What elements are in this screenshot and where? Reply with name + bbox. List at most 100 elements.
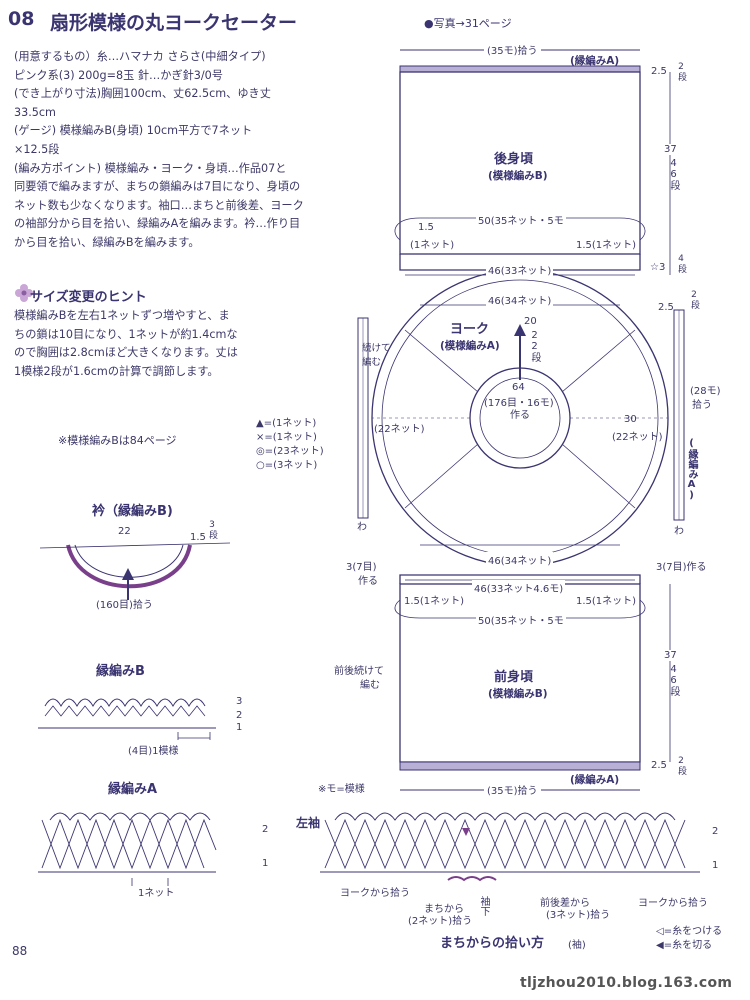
sleeve-pickup-label: 拾う	[692, 400, 712, 411]
sleeve-band-left	[357, 317, 369, 519]
instruction-line: ×12.5段	[14, 142, 60, 156]
front-top-width: 46(33ネット4.6モ)	[472, 580, 566, 595]
yoke-neck-make: 作る	[510, 410, 530, 421]
pattern-number: 08	[8, 8, 35, 30]
instructions-text: (用意するもの）糸…ハマナカ さらさ(中細タイプ) ピンク系(3) 200g=8…	[14, 48, 304, 253]
front-body-schematic	[394, 574, 671, 791]
hint-line: 模様編みBを左右1ネットずつ増やすと、ま	[14, 309, 230, 322]
back-pattern: (模様編みB)	[488, 170, 548, 182]
pattern-b-reference: ※模様編みBは84ページ	[58, 434, 177, 447]
instruction-line: 同要領で編みますが、まちの鎖編みは7目になり、身頃の	[14, 180, 301, 194]
sleeve-chart-row: 2	[712, 826, 719, 837]
yoke-wa-right: わ	[674, 526, 684, 537]
front-title: 前身頃	[494, 670, 534, 685]
hint-line: ので胸囲は2.8cmほど大きくなります。丈は	[14, 346, 238, 360]
edging-b-row: 1	[236, 722, 243, 733]
sleeve-machi-pick-count: (2ネット)拾う	[408, 916, 473, 927]
edging-b-repeat: (4目)1模様	[128, 746, 179, 757]
instruction-line: ピンク系(3) 200g=8玉 針…かぎ針3/0号	[14, 68, 223, 82]
yoke-neck-detail: (176目・16モ)	[484, 398, 554, 409]
instruction-line: (でき上がり寸法)胸囲100cm、丈62.5cm、ゆき丈	[14, 87, 271, 101]
hint-line: ちの鎖は10目になり、1ネットが約1.4cmな	[14, 327, 238, 341]
legend-attach-yarn: ◁=糸をつける	[656, 926, 723, 937]
collar-width: 22	[118, 526, 131, 537]
legend-item: ×=(1ネット)	[256, 432, 317, 443]
sleeve-pickup: (28モ)	[690, 386, 721, 397]
sleeve-diff-pick-count: (3ネット)拾う	[546, 910, 611, 921]
back-edge-height: 2.5	[651, 66, 667, 77]
sleeve-yoke-pick-right: ヨークから拾う	[638, 898, 708, 909]
collar-edge: 1.5	[190, 532, 206, 543]
hint-text: 模様編みBを左右1ネットずつ増やすと、ま ちの鎖は10目になり、1ネットが約1.…	[14, 307, 238, 381]
pickup-caption: まちからの拾い方	[440, 936, 545, 951]
sleeve-edge-height: 2.5	[658, 302, 674, 313]
instruction-line: (ゲージ) 模様編みB(身頃) 10cm平方で7ネット	[14, 124, 253, 138]
sleeve-under-label: 袖下	[478, 896, 489, 916]
edging-b-chart	[38, 698, 216, 740]
yoke-continue: 続けて編む	[362, 343, 391, 368]
edging-a-row: 1	[262, 858, 269, 869]
legend-item: ○=(3ネット)	[256, 460, 318, 471]
yoke-title: ヨーク	[450, 322, 490, 337]
back-height: 37	[664, 144, 677, 155]
collar-title: 衿（縁編みB)	[92, 504, 173, 519]
edging-a-chart	[38, 812, 217, 886]
yoke-pattern: (模様編みA)	[440, 340, 500, 352]
back-gusset-right: 1.5(1ネット)	[576, 240, 637, 251]
sleeve-yoke-pick-left: ヨークから拾う	[340, 888, 410, 899]
instruction-line: 33.5cm	[14, 105, 56, 119]
yoke-right-nets: (22ネット)	[612, 432, 663, 443]
back-title: 後身頃	[494, 152, 534, 167]
edging-b-row: 3	[236, 696, 243, 707]
back-width: 50(35ネット・5モ	[476, 212, 566, 227]
back-gusset-left-net: (1ネット)	[410, 240, 455, 251]
back-height-rows: 46段	[668, 158, 679, 190]
instruction-line: (編み方ポイント) 模様編み・ヨーク・身頃…作品07と	[14, 161, 287, 175]
left-sleeve-chart	[320, 812, 700, 882]
edging-a-title: 縁編みA	[108, 782, 158, 797]
yoke-wa-left: わ	[357, 522, 367, 533]
sleeve-edging: (縁編みA)	[686, 438, 697, 501]
front-edge-rows: 2段	[676, 756, 686, 775]
front-left-make: 3(7目)	[346, 562, 377, 573]
edging-a-net: 1ネット	[138, 888, 175, 899]
front-height-rows: 46段	[668, 664, 679, 696]
hint-line: 1模様2段が1.6cmの計算で調節します。	[14, 364, 219, 378]
hint-title: サイズ変更のヒント	[30, 290, 147, 305]
sleeve-rows-top: 2段	[689, 290, 699, 309]
sleeve-machi-pick: まちから	[424, 904, 464, 915]
yoke-top-width: 46(34ネット)	[486, 292, 554, 307]
instruction-line: (用意するもの）糸…ハマナカ さらさ(中細タイプ)	[14, 50, 266, 63]
edging-a-row: 2	[262, 824, 269, 835]
yoke-height-rows: 22段	[529, 330, 540, 362]
front-edge-height: 2.5	[651, 760, 667, 771]
back-bottom-width: 46(33ネット)	[486, 262, 554, 277]
yoke-neck: 64	[512, 382, 525, 393]
sleeve-band-right	[673, 309, 685, 521]
back-gusset-left: 1.5	[418, 222, 434, 233]
front-width: 50(35ネット・5モ	[476, 612, 566, 627]
back-edge-rows: 2段	[676, 62, 686, 81]
front-bottom-pickup: (35モ)拾う	[484, 782, 541, 797]
yoke-height: 20	[524, 316, 537, 327]
back-mark: ☆3	[650, 262, 666, 273]
back-edging-label: (縁編みA)	[570, 55, 620, 67]
collar-schematic	[39, 542, 231, 600]
front-pattern: (模様編みB)	[488, 688, 548, 700]
legend-cut-yarn: ◀=糸を切る	[656, 940, 713, 951]
instruction-line: から目を拾い、緑編みBを編みます。	[14, 235, 200, 249]
front-left-make-label: 作る	[358, 576, 378, 587]
collar-pickup: (160目)拾う	[96, 600, 153, 611]
front-height: 37	[664, 650, 677, 661]
sleeve-chart-row: 1	[712, 860, 719, 871]
edging-b-row: 2	[236, 710, 243, 721]
front-continue: 前後続けて	[334, 666, 384, 677]
sleeve-diff-pick: 前後差から	[540, 898, 590, 909]
collar-rows: 3段	[207, 520, 217, 539]
page-number: 88	[12, 944, 28, 958]
back-top-pickup: (35モ)拾う	[484, 42, 541, 57]
mo-note: ※モ=模様	[318, 784, 365, 795]
front-right-make: 3(7目)作る	[656, 562, 707, 573]
yoke-bottom-width: 46(34ネット)	[486, 552, 554, 567]
